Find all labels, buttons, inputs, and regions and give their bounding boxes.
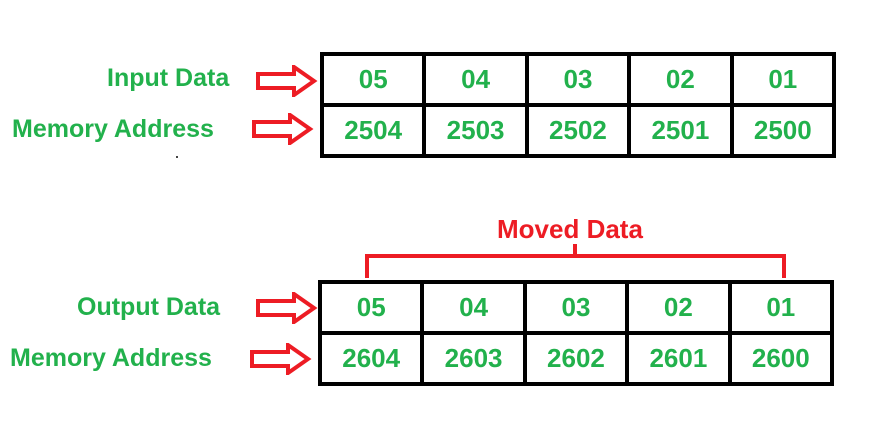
output-data-cell: 04: [420, 280, 527, 335]
input-address-row: 2504 2503 2502 2501 2500: [319, 103, 837, 158]
input-address-cell: 2501: [627, 103, 734, 158]
output-address-cell: 2601: [625, 331, 732, 386]
input-data-label: Input Data: [107, 64, 230, 92]
output-data-cell: 01: [727, 280, 835, 335]
output-address-cell: 2603: [420, 331, 527, 386]
input-address-cell: 2503: [422, 103, 529, 158]
input-address-cell: 2500: [729, 103, 837, 158]
moved-data-title: Moved Data: [497, 214, 643, 244]
input-data-cell: 01: [729, 52, 837, 107]
output-address-cell: 2602: [522, 331, 630, 386]
input-address-cell: 2502: [524, 103, 632, 158]
output-data-cell: 05: [317, 280, 425, 335]
dot-mark: [176, 156, 178, 158]
input-memory-address-label: Memory Address: [12, 115, 214, 143]
input-data-cell: 04: [422, 52, 529, 107]
output-address-cell: 2600: [727, 331, 835, 386]
input-data-row: 05 04 03 02 01: [319, 52, 837, 107]
output-address-row: 2604 2603 2602 2601 2600: [317, 331, 835, 386]
input-data-cell: 02: [627, 52, 734, 107]
input-data-cell: 03: [524, 52, 632, 107]
output-data-cell: 03: [522, 280, 630, 335]
output-memory-table: 05 04 03 02 01 2604 2603 2602 2601 2600: [317, 280, 835, 386]
output-data-row: 05 04 03 02 01: [317, 280, 835, 335]
output-data-cell: 02: [625, 280, 732, 335]
moved-data-bracket: [365, 244, 786, 278]
input-address-cell: 2504: [319, 103, 427, 158]
output-memory-address-label: Memory Address: [10, 344, 212, 372]
right-arrow-icon: [256, 65, 318, 97]
right-arrow-icon: [250, 343, 312, 375]
input-memory-table: 05 04 03 02 01 2504 2503 2502 2501 2500: [319, 52, 837, 158]
input-data-cell: 05: [319, 52, 427, 107]
right-arrow-icon: [252, 113, 314, 145]
right-arrow-icon: [256, 292, 318, 324]
output-address-cell: 2604: [317, 331, 425, 386]
output-data-label: Output Data: [77, 293, 221, 321]
